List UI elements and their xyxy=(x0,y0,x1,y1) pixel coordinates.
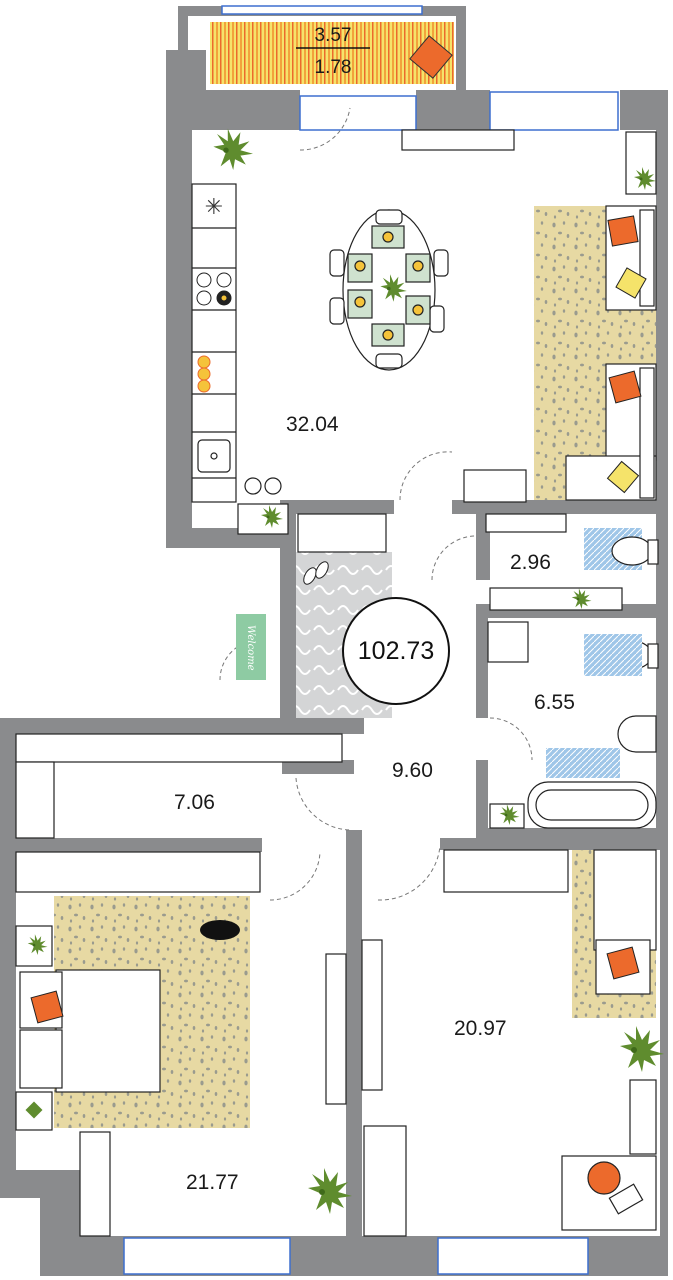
balcony-floor xyxy=(210,22,454,84)
pillow-icon xyxy=(606,460,640,494)
pillow-icon xyxy=(608,370,642,404)
wardrobe-bottom xyxy=(15,851,261,893)
snowflake-icon: ✳ xyxy=(205,194,223,219)
balcony-area-label: 3.57 xyxy=(314,25,352,46)
room-area-bedroom-left: 21.77 xyxy=(186,1171,239,1194)
tv-stand xyxy=(361,939,383,1091)
room-area-bedroom-right: 20.97 xyxy=(454,1017,507,1040)
tv-console xyxy=(401,129,515,151)
bath-icon xyxy=(527,781,657,829)
plant-icon xyxy=(620,1026,664,1072)
room-area-bathroom: 6.55 xyxy=(534,691,575,714)
plates-icon xyxy=(197,355,211,393)
room-area-wc: 2.96 xyxy=(510,551,551,574)
stove-icon xyxy=(196,272,232,306)
balcony-sub-area-label: 1.78 xyxy=(314,57,352,78)
doormat-text: Welcome xyxy=(245,625,256,671)
bath-mat xyxy=(584,634,642,676)
wc-shelf xyxy=(489,587,623,611)
pillow-icon xyxy=(30,990,64,1024)
cat-icon xyxy=(200,920,240,940)
wardrobe-bedroom xyxy=(79,1131,111,1237)
bath-mat xyxy=(546,748,620,778)
wc-cabinet xyxy=(485,513,567,533)
shoe-rack xyxy=(297,513,387,553)
wardrobe-right xyxy=(443,849,569,893)
tv-stand xyxy=(325,953,347,1105)
pillow-icon xyxy=(615,267,647,299)
bed-icon xyxy=(19,969,161,1093)
plant-icon xyxy=(308,1168,352,1214)
pillow-icon xyxy=(606,946,640,980)
wardrobe-top xyxy=(15,733,343,763)
pillow-icon xyxy=(607,215,639,247)
total-area-badge: 102.73 xyxy=(342,597,450,705)
shelf-unit xyxy=(363,1125,407,1237)
room-area-hall: 9.60 xyxy=(392,759,433,782)
desk-icon xyxy=(561,1155,657,1231)
windows xyxy=(123,5,619,1275)
sink-icon xyxy=(617,715,657,753)
sink-icon xyxy=(197,439,231,473)
washing-machine xyxy=(487,621,529,663)
bookshelf xyxy=(629,1079,657,1155)
plant-icon xyxy=(213,128,253,170)
door-arcs xyxy=(219,107,533,901)
bed-icon xyxy=(593,849,657,995)
slippers-icon xyxy=(303,561,329,585)
shoe-cabinet xyxy=(463,469,527,503)
room-area-wardrobe: 7.06 xyxy=(174,791,215,814)
washer-icon xyxy=(244,477,282,495)
wardrobe-side xyxy=(15,761,55,839)
doormat xyxy=(236,614,266,680)
room-area-living-kitchen: 32.04 xyxy=(286,413,339,436)
balcony-chair-icon xyxy=(409,35,453,79)
